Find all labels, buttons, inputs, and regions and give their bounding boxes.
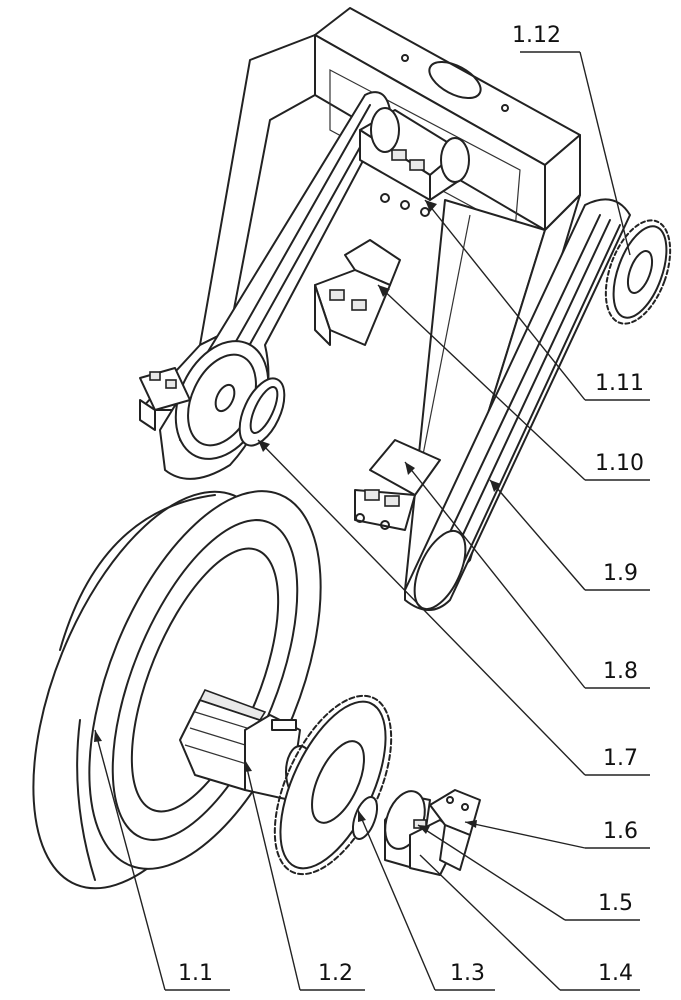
end-bracket bbox=[429, 789, 481, 871]
leader-lines bbox=[94, 51, 650, 991]
label-1-8: 1.8 bbox=[603, 659, 638, 684]
ring-spacer bbox=[238, 377, 286, 447]
label-1-4: 1.4 bbox=[598, 961, 633, 986]
top-gear bbox=[604, 219, 672, 325]
label-1-6: 1.6 bbox=[603, 819, 638, 844]
part-labels: 1.12 1.11 1.10 1.9 1.8 1.7 1.6 1.5 1.4 1… bbox=[178, 23, 644, 986]
label-1-1: 1.1 bbox=[178, 961, 213, 986]
label-1-2: 1.2 bbox=[318, 961, 353, 986]
upper-bracket-assembly bbox=[359, 107, 470, 217]
label-1-11: 1.11 bbox=[595, 371, 644, 396]
label-1-5: 1.5 bbox=[598, 891, 633, 916]
middle-bracket bbox=[314, 239, 401, 346]
label-1-12: 1.12 bbox=[512, 23, 561, 48]
label-1-7: 1.7 bbox=[603, 746, 638, 771]
lower-bracket bbox=[354, 439, 441, 531]
label-1-3: 1.3 bbox=[450, 961, 485, 986]
label-1-10: 1.10 bbox=[595, 451, 644, 476]
washer bbox=[351, 796, 379, 840]
drive-gear bbox=[273, 694, 393, 876]
motor-block bbox=[384, 790, 461, 876]
label-1-9: 1.9 bbox=[603, 561, 638, 586]
